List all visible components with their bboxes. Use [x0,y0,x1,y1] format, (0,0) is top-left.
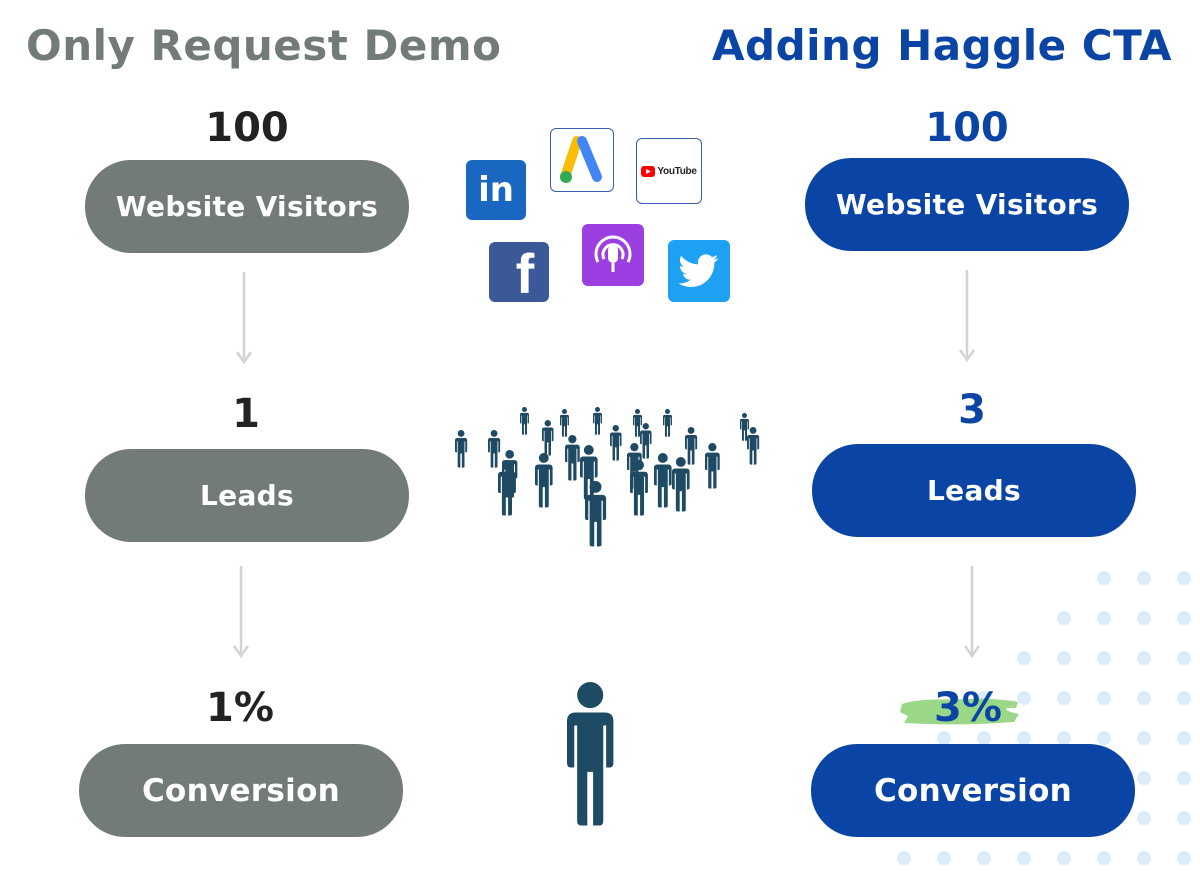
crowd-people-icon [455,407,760,547]
right-leads-pill: Leads [812,444,1136,537]
left-leads-count: 1 [232,391,260,437]
right-leads-count: 3 [958,387,986,433]
single-person-icon [567,682,614,826]
linkedin-icon: in [466,160,526,220]
google-ads-icon [550,128,614,192]
youtube-icon: YouTube [636,138,702,204]
facebook-icon: f [489,242,549,302]
left-column-title: Only Request Demo [26,21,502,70]
right-conversion-pill: Conversion [811,744,1135,837]
right-arrow-down-icon-2 [963,566,981,659]
left-arrow-down-icon [235,272,253,365]
right-conversion-rate: 3% [934,685,1002,731]
right-column-title: Adding Haggle CTA [712,21,1172,70]
left-leads-pill: Leads [85,449,409,542]
right-visitors-count: 100 [925,105,1009,151]
left-conversion-pill: Conversion [79,744,403,837]
right-visitors-pill: Website Visitors [805,158,1129,251]
left-conversion-rate: 1% [206,685,274,731]
left-arrow-down-icon-2 [232,566,250,659]
podcast-icon [582,224,644,286]
twitter-icon [668,240,730,302]
right-arrow-down-icon [958,270,976,363]
left-visitors-count: 100 [205,105,289,151]
left-visitors-pill: Website Visitors [85,160,409,253]
highlight-brush [900,698,1019,725]
